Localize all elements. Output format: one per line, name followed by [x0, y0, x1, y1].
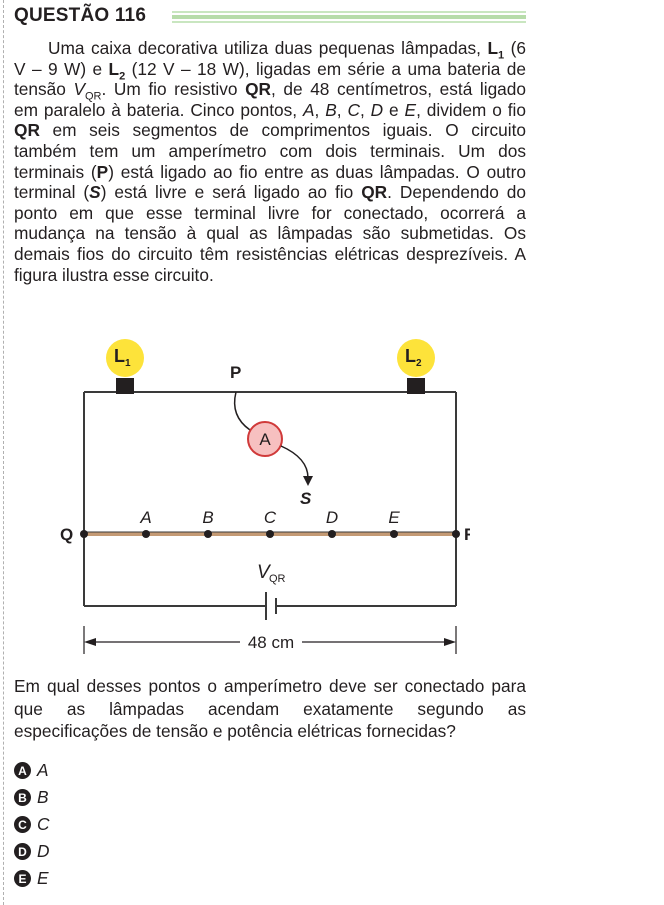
lamp-l2-letter: L	[405, 346, 416, 366]
point-c-dot	[266, 530, 274, 538]
option-badge-icon: E	[14, 870, 31, 887]
lamp-l1-letter: L	[114, 346, 125, 366]
statement-run: ,	[336, 99, 348, 120]
option-badge-icon: B	[14, 789, 31, 806]
option-text: D	[37, 841, 50, 861]
lamp-l1-sub: 1	[125, 358, 131, 369]
ammeter-lead-s	[280, 445, 309, 479]
statement-run: 1	[498, 49, 505, 62]
point-b-label: B	[202, 508, 213, 527]
margin-dashed-rule	[3, 0, 4, 905]
length-dimension	[83, 626, 457, 654]
option-text: C	[37, 814, 50, 834]
statement-run: L	[487, 38, 498, 58]
end-label-q: Q	[60, 525, 73, 544]
statement-run: A	[303, 99, 315, 120]
statement-run: QR	[245, 79, 272, 100]
ammeter-label: A	[259, 430, 271, 449]
statement-run: . Um fio resistivo	[101, 79, 246, 100]
point-a-dot	[142, 530, 150, 538]
point-q-dot	[80, 530, 88, 538]
point-a-label: A	[139, 508, 151, 527]
question-prompt: Em qual desses pontos o amperímetro deve…	[14, 676, 526, 741]
statement-run: C	[347, 99, 360, 120]
statement-run: S	[89, 182, 101, 203]
question-header: QUESTÃO 116	[14, 4, 526, 30]
statement-run: E	[404, 99, 417, 120]
point-c-label: C	[264, 508, 277, 527]
option-text: B	[37, 787, 49, 807]
question-title: QUESTÃO 116	[14, 5, 147, 26]
circuit-figure: V QR Q R A B C D E L 1 L 2 P A S 48 cm	[60, 339, 470, 654]
statement-run: ,	[359, 99, 371, 120]
lamp-l2-sub: 2	[416, 358, 422, 369]
statement-run: , dividem o fio	[416, 99, 526, 120]
statement-run: B	[325, 99, 337, 120]
terminal-arrowhead	[303, 476, 313, 486]
division-points: A B C D E	[139, 508, 400, 538]
statement-run: ) está livre e será ligado ao fio	[100, 182, 362, 203]
ammeter-lead-p	[233, 391, 251, 431]
battery-label-sub: QR	[269, 573, 286, 585]
statement-run: em seis segmentos de comprimentos iguais…	[14, 120, 526, 182]
option-text: E	[37, 868, 49, 888]
end-label-r: R	[464, 525, 470, 544]
statement-run: (6 V – 9 W) e	[14, 38, 526, 79]
statement-run: QR	[14, 120, 40, 141]
point-e-label: E	[388, 508, 400, 527]
point-e-dot	[390, 530, 398, 538]
option-badge-icon: D	[14, 843, 31, 860]
statement-run: Uma caixa decorativa utiliza duas pequen…	[48, 38, 488, 58]
statement-run: 2	[119, 70, 126, 83]
option-badge-icon: A	[14, 762, 31, 779]
lamp-l2: L 2	[397, 339, 435, 394]
question-statement: Uma caixa decorativa utiliza duas pequen…	[14, 38, 526, 285]
statement-paragraph: Uma caixa decorativa utiliza duas pequen…	[14, 38, 526, 285]
point-b-dot	[204, 530, 212, 538]
terminal-s-label: S	[300, 489, 312, 508]
statement-run: . Dependendo do ponto em que esse termin…	[14, 182, 526, 285]
battery-label: V	[257, 562, 272, 583]
statement-run: e	[383, 99, 405, 120]
statement-run: , de 48 centímetros, está ligado em para…	[14, 79, 527, 120]
option-text: A	[37, 760, 49, 780]
ammeter	[247, 421, 283, 457]
statement-run: QR	[361, 182, 388, 203]
statement-run: D	[370, 99, 384, 120]
option-badge-icon: C	[14, 816, 31, 833]
statement-run: P	[96, 161, 109, 182]
statement-run: ,	[314, 99, 326, 120]
point-r-dot	[452, 530, 460, 538]
length-label: 48 cm	[248, 633, 294, 652]
circuit-wires	[83, 391, 457, 607]
point-d-label: D	[326, 508, 338, 527]
statement-run: V	[73, 79, 85, 100]
header-decorative-bar	[172, 11, 526, 23]
statement-run: L	[108, 58, 120, 79]
point-d-dot	[328, 530, 336, 538]
battery-symbol	[265, 592, 277, 620]
statement-run: (12 V – 18 W), ligadas em série a uma ba…	[14, 58, 526, 100]
point-p-label: P	[230, 363, 241, 382]
statement-run: QR	[85, 90, 102, 103]
lamp-l1: L 1	[106, 339, 144, 394]
statement-run: ) está ligado ao fio entre as duas lâmpa…	[14, 161, 526, 203]
